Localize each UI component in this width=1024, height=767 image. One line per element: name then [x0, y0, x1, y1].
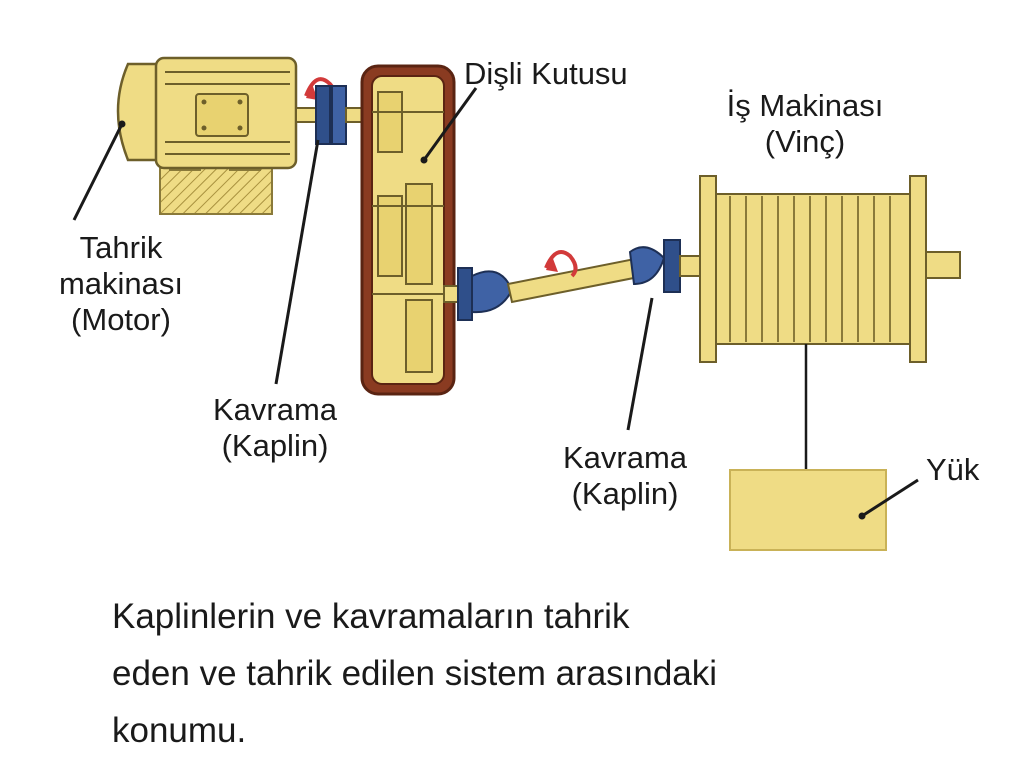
winch-drum: [699, 175, 961, 363]
coupling-1: [315, 85, 373, 145]
coupling-2-left: [457, 267, 514, 321]
coupling1-label-line2: (Kaplin): [221, 428, 329, 463]
machine-label-line2: (Vinç): [764, 124, 846, 159]
pointer-dots: [118, 120, 866, 520]
caption-line1: Kaplinlerin ve kavramaların tahrik: [112, 597, 630, 636]
coupling2-label-line1: Kavrama: [562, 440, 688, 475]
motor: [116, 56, 317, 170]
coupling2-label-line2: (Kaplin): [571, 476, 679, 511]
caption: Kaplinlerin ve kavramaların tahrik eden …: [112, 588, 972, 759]
coupling-3: [628, 239, 705, 293]
motor-label-line2: makinası: [58, 266, 184, 301]
coupling1-label: Kavrama (Kaplin): [190, 392, 360, 464]
motor-label: Tahrik makinası (Motor): [36, 230, 206, 338]
load-label: Yük: [926, 452, 980, 487]
machine-label: İş Makinası (Vinç): [700, 88, 910, 160]
motor-label-line3: (Motor): [71, 302, 171, 337]
coupling1-label-line1: Kavrama: [212, 392, 338, 427]
caption-line3: konumu.: [112, 711, 247, 750]
motor-label-line1: Tahrik: [79, 230, 163, 265]
gearbox-label: Dişli Kutusu: [464, 56, 628, 91]
coupling2-label: Kavrama (Kaplin): [540, 440, 710, 512]
machine-label-line1: İş Makinası: [726, 88, 884, 123]
pointer-lines: [72, 87, 919, 518]
gearbox: [360, 64, 461, 396]
load-box: [729, 469, 887, 551]
caption-line2: eden ve tahrik edilen sistem arasındaki: [112, 654, 718, 693]
rotation-arrow-icon: [544, 250, 578, 278]
